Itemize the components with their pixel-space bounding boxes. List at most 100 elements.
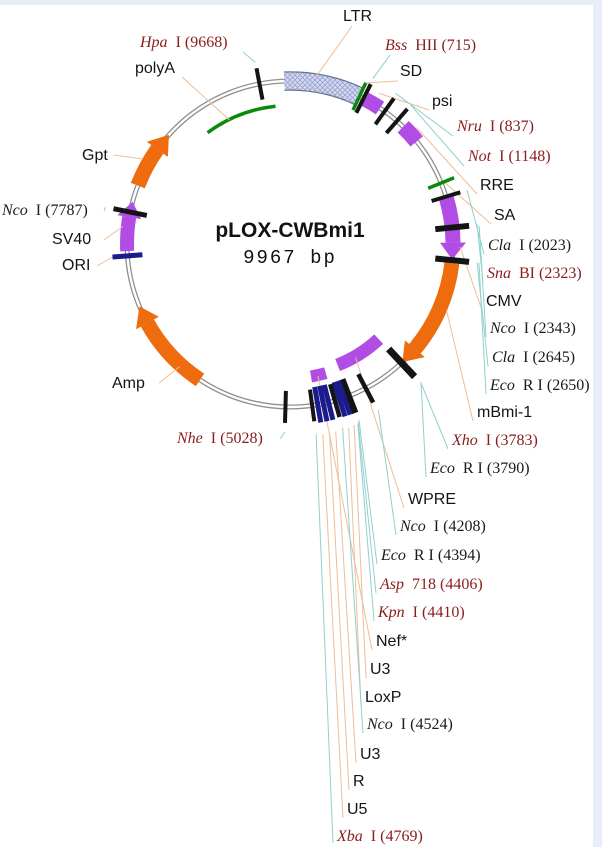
feature-amp-arrowhead [136, 306, 159, 330]
tick-ecori-asp-kpn-cluster [339, 378, 359, 415]
label-nco-i-7787: Nco I (7787) [1, 202, 88, 219]
tick-nco-i-7787 [113, 206, 148, 218]
tick-r-element [317, 385, 330, 422]
leader-asp-718-4406 [357, 422, 377, 594]
tick-sd [351, 82, 368, 111]
leader-mbmi-1 [446, 310, 474, 422]
tick-nco-i-4208 [356, 373, 376, 404]
leader-u3-b [335, 431, 357, 764]
leader-xho-i-3783 [420, 381, 449, 450]
feature-gpt-arrowhead [146, 134, 169, 157]
leader-psi [378, 92, 430, 111]
label-wpre: WPRE [408, 491, 456, 508]
label-not-i-1148: Not I (1148) [467, 148, 551, 165]
label-cla-i-2023: Cla I (2023) [488, 237, 571, 254]
tick-loxp [331, 381, 348, 418]
feature-ltr [283, 71, 365, 106]
label-nhe-i-5028: Nhe I (5028) [176, 430, 263, 447]
label-psi: psi [432, 93, 452, 110]
label-loxp: LoxP [365, 689, 401, 706]
label-ltr: LTR [343, 8, 372, 25]
feature-gpt [130, 134, 169, 189]
label-amp: Amp [112, 375, 145, 392]
feature-cmv [439, 196, 466, 260]
leader-polya [181, 76, 230, 121]
tick-sna-bi-2323 [434, 222, 470, 233]
feature-mbmi-1-arrowhead [402, 340, 425, 362]
leader-nru-i-837 [395, 92, 454, 137]
leader-sa [443, 181, 492, 225]
label-bss-hii-715: Bss HII (715) [385, 37, 476, 54]
leader-rre [416, 127, 478, 195]
leader-kpn-i-4410 [357, 424, 375, 622]
label-nco-i-4208: Nco I (4208) [399, 518, 486, 535]
window-edge-right [593, 0, 602, 847]
label-xho-i-3783: Xho I (3783) [451, 432, 538, 449]
feature-wpre [335, 334, 384, 372]
tick-nco-i-4524 [328, 383, 342, 418]
label-kpn-i-4410: Kpn I (4410) [377, 604, 465, 621]
tick-not-i-1148 [384, 107, 409, 135]
label-nco-i-4524: Nco I (4524) [366, 716, 453, 733]
label-u3-b: U3 [360, 746, 381, 763]
label-asp-718-4406: Asp 718 (4406) [379, 576, 483, 593]
label-sa: SA [494, 207, 516, 224]
leader-xba-i-4769 [315, 434, 334, 844]
leader-sv40 [103, 225, 124, 241]
leader-gpt [113, 154, 143, 160]
tick-ori [112, 252, 143, 260]
label-xba-i-4769: Xba I (4769) [336, 828, 423, 845]
feature-polya [206, 104, 276, 135]
feature-cmv-arrowhead [440, 242, 466, 260]
leader-u5 [322, 434, 344, 819]
leader-ltr [316, 25, 353, 77]
label-ori: ORI [62, 257, 90, 274]
label-eco-r-i-4394: Eco R I (4394) [380, 547, 481, 564]
label-sd: SD [400, 63, 422, 80]
label-rre: RRE [480, 177, 514, 194]
leader-loxp [348, 427, 362, 707]
leader-nco-i-4524 [342, 427, 364, 734]
leader-amp [158, 366, 180, 384]
leader-sd [365, 80, 399, 84]
label-mbmi-1: mBmi-1 [477, 404, 532, 421]
leader-nco-i-4208 [377, 409, 397, 536]
feature-mbmi-1 [402, 262, 460, 362]
leader-eco-r-i-4394 [358, 419, 378, 565]
window-edge-top [0, 0, 602, 5]
leader-cla-i-2645 [476, 262, 489, 367]
label-cmv: CMV [486, 293, 522, 310]
leader-cmv [459, 246, 483, 311]
label-u3-a: U3 [370, 661, 391, 678]
feature-nef [309, 367, 328, 383]
leader-bss-hii-715 [372, 54, 391, 79]
label-eco-r-i-3790: Eco R I (3790) [429, 460, 530, 477]
leader-u3-a [353, 424, 367, 679]
tick-hpa-i-9668 [254, 67, 265, 100]
tick-u3-b [321, 384, 336, 421]
tick-cla-i-2023 [431, 190, 461, 203]
leader-nhe-i-5028 [279, 431, 286, 440]
feature-amp [136, 306, 205, 387]
tick-sa [427, 176, 455, 190]
tick-bss-hii-715 [354, 83, 373, 114]
label-eco-r-i-2650: Eco R I (2650) [489, 377, 590, 394]
label-sv40: SV40 [52, 231, 91, 248]
leader-ori [96, 256, 113, 267]
label-r-element: R [353, 773, 365, 790]
feature-psi [361, 92, 385, 115]
tick-u5 [312, 386, 324, 423]
leader-cla-i-2023 [466, 189, 485, 255]
leader-r-element [329, 432, 350, 791]
label-hpa-i-9668: Hpa I (9668) [139, 34, 228, 51]
label-sna-bi-2323: Sna BI (2323) [487, 265, 582, 282]
label-nef: Nef* [376, 633, 407, 650]
tick-cla-i-2645 [434, 255, 470, 265]
label-nru-i-837: Nru I (837) [456, 118, 534, 135]
plasmid-title: pLOX-CWBmi1 [215, 219, 365, 242]
tick-xho-i-3783 [386, 346, 418, 380]
leader-not-i-1148 [410, 104, 465, 167]
label-cla-i-2645: Cla I (2645) [492, 349, 575, 366]
tick-u3-a [335, 379, 353, 416]
